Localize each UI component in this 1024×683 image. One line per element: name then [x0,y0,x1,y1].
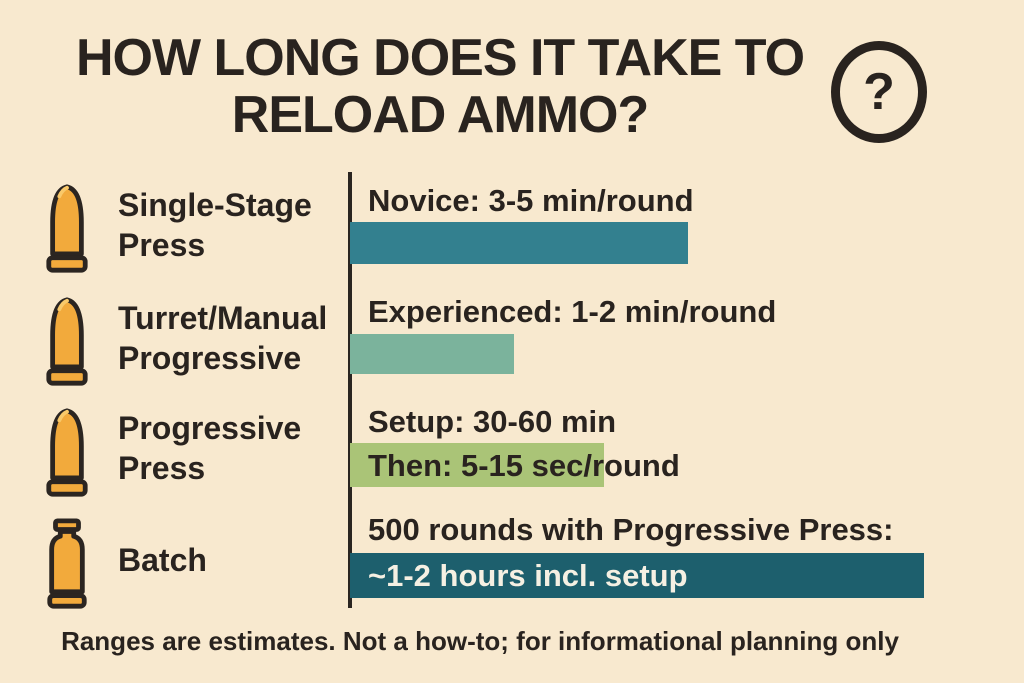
label-line-1: Turret/Manual [118,300,328,336]
batch-duration-text: ~1-2 hours incl. setup [368,558,688,593]
label-line-2: Progressive [118,340,302,376]
question-mark-icon: ? [831,41,927,143]
press-type-label: Single-Stage Press [118,185,312,265]
row-progressive-press: Progressive Press Setup: 30-60 min Then:… [0,404,1024,504]
title-line-1: HOW LONG DOES IT TAKE TO [75,29,805,87]
batch-bar [350,553,924,598]
setup-time-text: Setup: 30-60 min [368,404,617,439]
batch-description-text: 500 rounds with Progressive Press: [368,512,894,547]
setup-bar [350,443,604,487]
vertical-divider [348,172,352,608]
row-turret-manual-progressive: Turret/Manual Progressive Experienced: 1… [0,293,1024,393]
bullet-icon [44,182,90,279]
title-line-2: RELOAD AMMO? [231,86,649,144]
label-line-1: Single-Stage [118,187,312,223]
label-line-1: Batch [118,542,207,578]
cartridge-case-icon [44,518,90,615]
per-round-time-text: Then: 5-15 sec/round [368,448,680,483]
bullet-icon [44,295,90,392]
press-type-label: Progressive Press [118,408,301,488]
novice-bar [350,222,688,264]
label-line-1: Progressive [118,410,302,446]
press-type-label: Batch [118,540,207,580]
time-estimate-text: Experienced: 1-2 min/round [368,294,777,329]
label-line-2: Press [118,450,206,486]
disclaimer-text: Ranges are estimates. Not a how-to; for … [61,626,899,656]
row-single-stage-press: Single-Stage Press Novice: 3-5 min/round [0,182,1024,282]
bullet-icon [44,406,90,503]
question-glyph: ? [863,63,895,121]
time-estimate-text: Novice: 3-5 min/round [368,183,694,218]
experienced-bar [350,334,514,374]
press-type-label: Turret/Manual Progressive [118,298,327,378]
label-line-2: Press [118,227,206,263]
page-title: HOW LONG DOES IT TAKE TO RELOAD AMMO? [0,30,880,144]
row-batch: Batch 500 rounds with Progressive Press:… [0,512,1024,612]
